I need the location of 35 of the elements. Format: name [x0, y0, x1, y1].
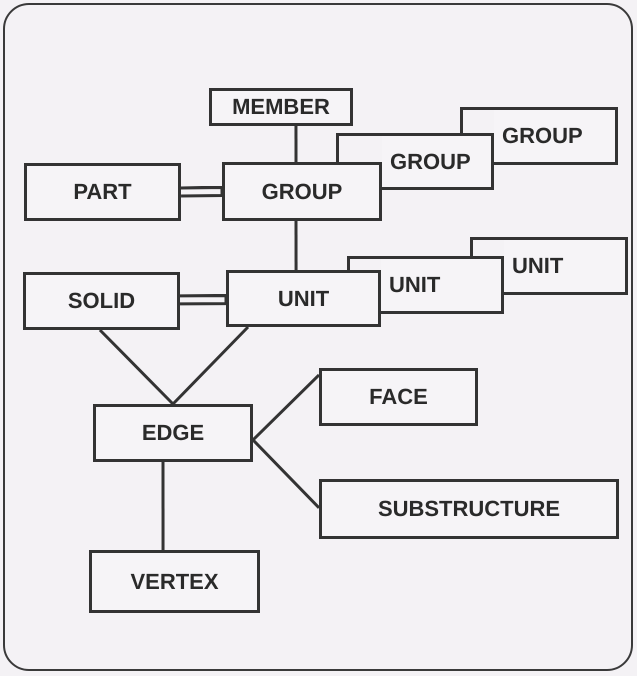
entity-label: FACE — [369, 384, 428, 410]
entity-box — [24, 163, 181, 221]
entity-label: GROUP — [262, 178, 342, 204]
entity-box — [226, 270, 381, 327]
entity-label: EDGE — [142, 420, 204, 446]
entity-label: UNIT — [512, 253, 564, 279]
entity-box — [93, 404, 253, 462]
entity-label: GROUP — [390, 148, 471, 174]
connector-line — [294, 126, 298, 162]
entity-label: UNIT — [389, 272, 440, 298]
entity-box — [319, 479, 619, 539]
entity-box — [319, 368, 478, 426]
connector-line — [98, 328, 174, 406]
entity-label: SUBSTRUCTURE — [378, 496, 560, 522]
entity-label: SOLID — [68, 288, 136, 314]
entity-box — [23, 272, 180, 330]
entity-box — [504, 237, 628, 295]
connector-line — [294, 221, 298, 270]
double-line — [178, 294, 228, 306]
connector-line — [252, 438, 320, 509]
double-line — [179, 186, 224, 198]
entity-label: GROUP — [502, 123, 583, 149]
entity-label: PART — [73, 179, 132, 205]
entity-label: MEMBER — [232, 94, 330, 120]
entity-box — [381, 256, 504, 314]
entity-box — [494, 107, 618, 165]
connector-line — [172, 326, 250, 406]
entity-box — [89, 550, 260, 613]
connector-line — [252, 374, 320, 442]
entity-box — [209, 88, 353, 126]
connector-line — [162, 462, 165, 550]
entity-label: UNIT — [278, 286, 330, 312]
entity-box — [222, 162, 382, 221]
entity-label: VERTEX — [130, 568, 219, 594]
entity-box — [382, 133, 494, 190]
